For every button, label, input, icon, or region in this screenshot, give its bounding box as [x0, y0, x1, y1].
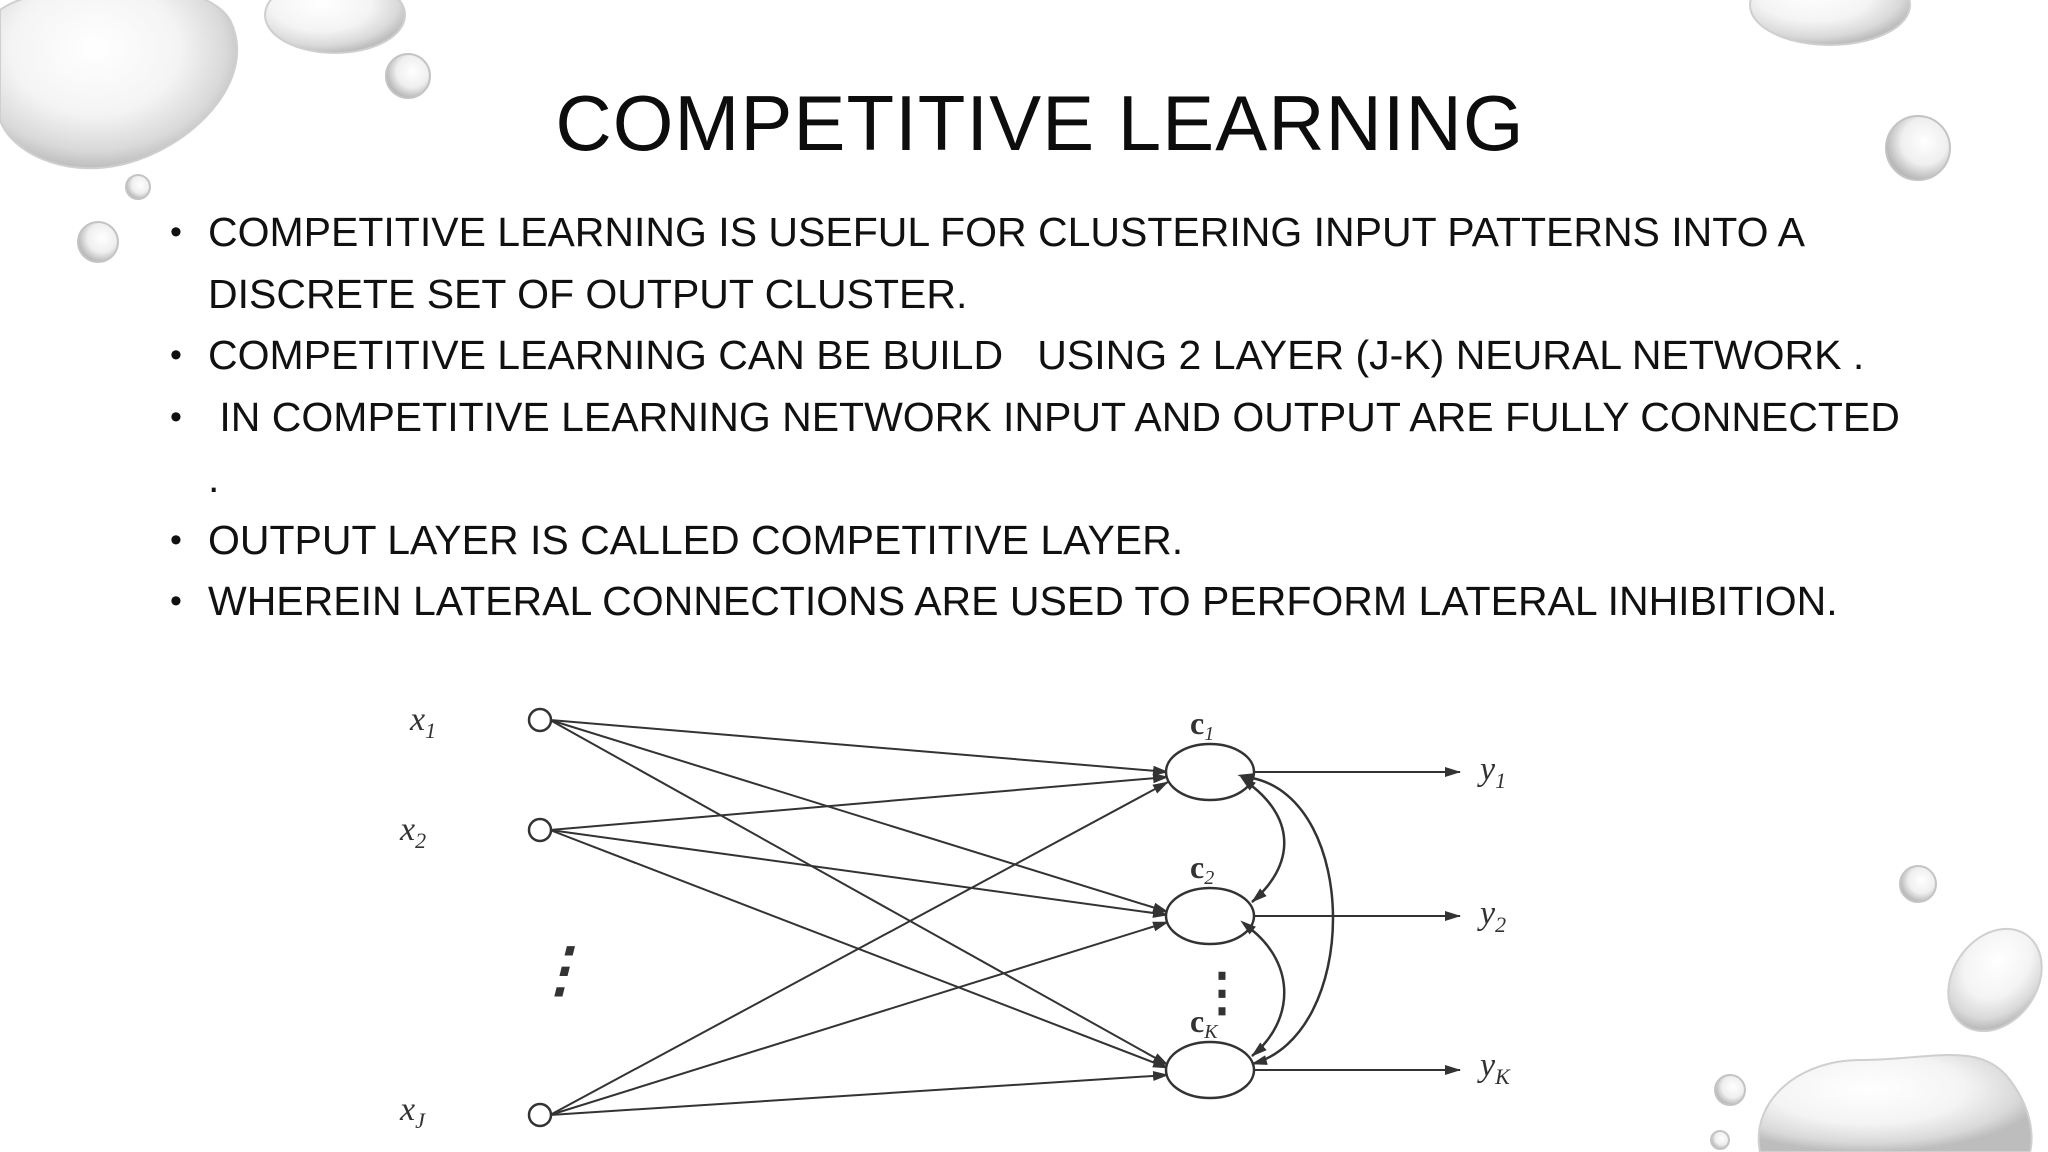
bullet-text: WHEREIN LATERAL CONNECTIONS ARE USED TO … [208, 578, 1838, 624]
bullet-text: IN COMPETITIVE LEARNING NETWORK INPUT AN… [208, 393, 1912, 502]
droplet-small-2 [125, 174, 151, 200]
input-connections [549, 719, 1169, 1116]
diagram-background [390, 690, 1620, 1152]
lateral-c1-cK [1237, 773, 1335, 1066]
input-node-J [527, 1102, 553, 1128]
edge-x1-c2 [549, 719, 1169, 913]
edge-x2-c1 [549, 773, 1169, 831]
competitive-label-2: c2 [1190, 849, 1214, 889]
competitive-label-K: cK [1190, 1003, 1219, 1043]
competitive-network-diagram: ⋮ x1 x2 xJ c1 c2 cK ⋮ y1 y2 yK [390, 690, 1620, 1152]
bullet-item: • IN COMPETITIVE LEARNING NETWORK INPUT … [170, 387, 1910, 510]
bullet-icon: • [170, 397, 182, 436]
edge-x1-cK [549, 719, 1169, 1066]
droplet-bottom-right-elongated [1947, 927, 2043, 1033]
bullet-item: • COMPETITIVE LEARNING CAN BE BUILD USING… [170, 325, 1910, 387]
bullet-text: COMPETITIVE LEARNING IS USEFUL FOR CLUST… [208, 209, 1803, 317]
bullet-item: • WHEREIN LATERAL CONNECTIONS ARE USED TO… [170, 571, 1910, 633]
bullet-text: OUTPUT LAYER IS CALLED COMPETITIVE LAYER… [208, 516, 1184, 563]
edge-x1-c1 [549, 719, 1169, 776]
bullet-icon: • [170, 582, 182, 620]
droplet-top-right-large [1749, 0, 1911, 46]
droplet-bottom-right-large [1757, 1054, 2033, 1152]
bullet-icon: • [170, 336, 182, 374]
competitive-ellipsis: ⋮ [1196, 965, 1248, 1022]
slide-title: COMPETITIVE LEARNING [555, 79, 1525, 167]
output-label-2: y2 [1477, 895, 1506, 937]
droplet-top-left-elongated [264, 0, 406, 54]
input-node-2 [527, 817, 553, 843]
droplet-bottom-right-small [1899, 865, 1937, 903]
competitive-node-2 [1164, 886, 1256, 946]
bullet-icon: • [170, 213, 182, 251]
bullet-item: • COMPETITIVE LEARNING IS USEFUL FOR CLUS… [170, 202, 1910, 325]
competitive-label-1: c1 [1190, 705, 1214, 745]
bullet-item: • OUTPUT LAYER IS CALLED COMPETITIVE LAYE… [170, 510, 1910, 572]
bullet-icon: • [170, 520, 182, 559]
competitive-node-1 [1164, 742, 1256, 802]
output-label-K: yK [1477, 1047, 1511, 1089]
input-label-1: x1 [409, 701, 436, 743]
droplet-bottom-right-tiny [1714, 1074, 1746, 1106]
edge-xJ-c2 [549, 921, 1169, 1116]
input-node-1 [527, 707, 553, 733]
output-label-1: y1 [1477, 751, 1506, 793]
edge-x2-c2 [549, 829, 1169, 918]
droplet-bottom-right-tiny-2 [1710, 1130, 1730, 1150]
edge-xJ-cK [549, 1070, 1169, 1116]
input-ellipsis: ⋮ [530, 937, 590, 1003]
bullet-text: COMPETITIVE LEARNING CAN BE BUILD USING … [208, 332, 1865, 378]
edge-xJ-c1 [549, 781, 1169, 1116]
input-label-J: xJ [399, 1091, 426, 1133]
lateral-connections [1237, 773, 1335, 1066]
bullet-list: • COMPETITIVE LEARNING IS USEFUL FOR CLUS… [170, 202, 1910, 633]
competitive-node-K [1164, 1040, 1256, 1100]
output-connections [1254, 767, 1461, 1075]
input-label-2: x2 [399, 811, 426, 853]
droplet-small-3 [77, 221, 119, 263]
